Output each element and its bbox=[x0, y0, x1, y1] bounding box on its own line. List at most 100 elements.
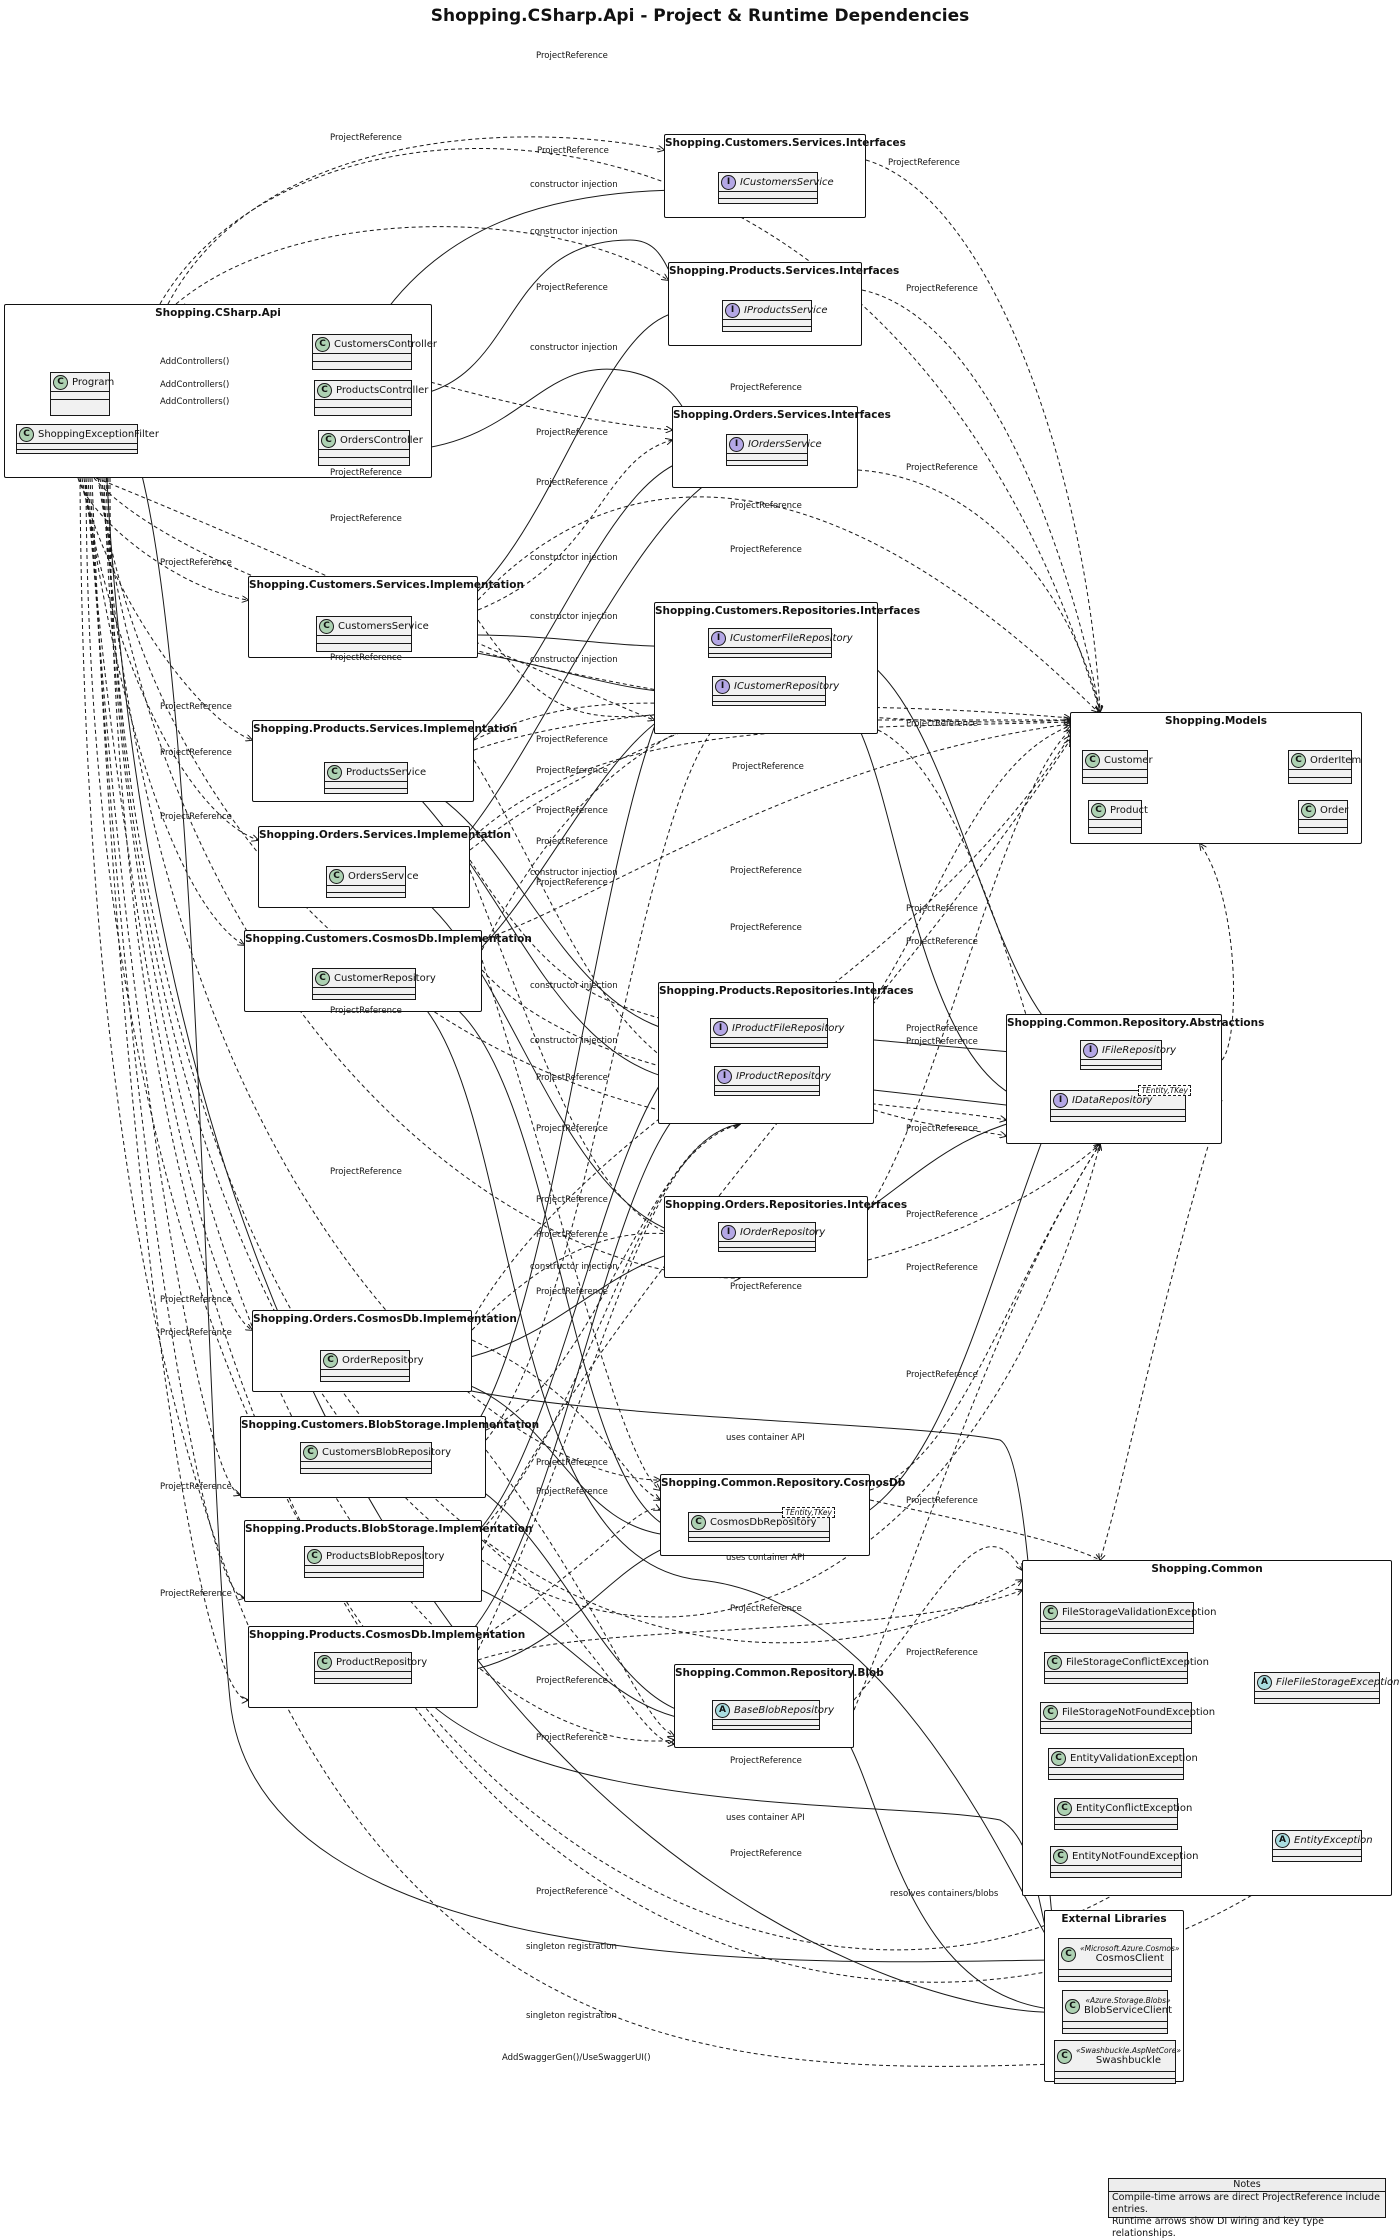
diagram-title: Shopping.CSharp.Api - Project & Runtime … bbox=[430, 6, 970, 26]
edge-projref-common-blob-abstractions bbox=[853, 1144, 1100, 1711]
class-icon: C bbox=[1291, 752, 1306, 768]
edge-label: resolves containers/blobs bbox=[890, 1889, 999, 1899]
edge-label: constructor injection bbox=[530, 655, 618, 665]
stereotype: «Azure.Storage.Blobs» bbox=[1085, 1996, 1171, 2005]
interface-icon: I bbox=[717, 1068, 732, 1084]
interface-icon: I bbox=[713, 1020, 728, 1036]
edge-projref-api-customers-svc-impl bbox=[77, 477, 248, 600]
edge-label: singleton registration bbox=[526, 1942, 617, 1952]
edge-projref-api-common-blob bbox=[103, 477, 674, 1741]
edge-projref-prod-blob-models bbox=[481, 740, 1070, 1551]
class-name: IProductsService bbox=[744, 304, 828, 316]
edge-label: ProjectReference bbox=[906, 1024, 978, 1034]
edge-label: ProjectReference bbox=[536, 1676, 608, 1686]
edge-singleton-cosmos bbox=[109, 399, 1059, 1963]
class-name: CustomersBlobRepository bbox=[322, 1446, 452, 1458]
edge-label: ProjectReference bbox=[536, 1487, 608, 1497]
class-name: BaseBlobRepository bbox=[734, 1704, 835, 1716]
edge-label: ProjectReference bbox=[536, 878, 608, 888]
edge-label: ProjectReference bbox=[160, 1589, 232, 1599]
edge-projref-cust-svc-if-models bbox=[865, 159, 1100, 712]
package-title: Shopping.Customers.Services.Interfaces bbox=[665, 137, 906, 149]
abstract-class-icon: A bbox=[715, 1702, 730, 1718]
stereotype: «Swashbuckle.AspNetCore» bbox=[1076, 2046, 1181, 2055]
edge-label: ProjectReference bbox=[330, 133, 402, 143]
package-title: Shopping.Models bbox=[1164, 715, 1267, 727]
notes-line-1: Compile-time arrows are direct ProjectRe… bbox=[1112, 2192, 1380, 2215]
package-title: Shopping.Products.Services.Implementatio… bbox=[253, 723, 518, 735]
class-icon: C bbox=[321, 432, 336, 448]
edge-label: ProjectReference bbox=[730, 383, 802, 393]
interface-icon: I bbox=[721, 174, 736, 190]
package-title: Shopping.Common.Repository.Blob bbox=[675, 1667, 884, 1679]
edge-label: AddControllers() bbox=[160, 380, 230, 390]
edge-label: ProjectReference bbox=[536, 806, 608, 816]
edge-projref-common-cosmos-common bbox=[869, 1499, 1100, 1560]
edge-label: ProjectReference bbox=[160, 702, 232, 712]
interface-icon: I bbox=[721, 1224, 736, 1240]
class-name: Swashbuckle bbox=[1095, 2055, 1162, 2066]
edge-label: uses container API bbox=[726, 1553, 805, 1563]
edge-projref-api-orders-svc-impl bbox=[81, 477, 258, 840]
class-name: FileStorageConflictException bbox=[1066, 1656, 1210, 1668]
edge-singleton-blob bbox=[103, 419, 1063, 2016]
edge-label: constructor injection bbox=[530, 1262, 618, 1272]
class-icon: C bbox=[315, 970, 330, 986]
class-icon: C bbox=[327, 764, 342, 780]
class-icon: C bbox=[1085, 752, 1100, 768]
class-name: ICustomerRepository bbox=[734, 680, 840, 692]
package-title: Shopping.CSharp.Api bbox=[155, 307, 281, 319]
class-icon: C bbox=[1043, 1704, 1058, 1720]
edge-label: ProjectReference bbox=[906, 1496, 978, 1506]
edge-label: ProjectReference bbox=[160, 1295, 232, 1305]
class-name: EntityConflictException bbox=[1076, 1802, 1193, 1814]
edge-label: ProjectReference bbox=[536, 428, 608, 438]
package-title: Shopping.Orders.Services.Interfaces bbox=[673, 409, 891, 421]
package-title: Shopping.Customers.Repositories.Interfac… bbox=[655, 605, 921, 617]
edge-projref-api-customers-svc-if bbox=[167, 136, 664, 305]
edge-label: ProjectReference bbox=[536, 478, 608, 488]
edge-label: constructor injection bbox=[530, 343, 618, 353]
notes-box: Notes Compile-time arrows are direct Pro… bbox=[1108, 2178, 1386, 2239]
edge-projref-prod-blob-prod-repo bbox=[481, 1124, 740, 1531]
class-name: EntityValidationException bbox=[1070, 1752, 1198, 1764]
class-icon: C bbox=[1061, 1946, 1076, 1962]
package-title: Shopping.Products.BlobStorage.Implementa… bbox=[245, 1523, 533, 1535]
class-name: EntityException bbox=[1294, 1834, 1373, 1846]
class-name: IOrdersService bbox=[748, 438, 822, 450]
abstract-class-base-blob-repository: A BaseBlobRepository bbox=[712, 1700, 834, 1730]
package-title: External Libraries bbox=[1061, 1913, 1167, 1925]
edge-label: constructor injection bbox=[530, 612, 618, 622]
notes-line-2: Runtime arrows show DI wiring and key ty… bbox=[1112, 2216, 1325, 2239]
edge-label: ProjectReference bbox=[536, 1124, 608, 1134]
package-title: Shopping.Common.Repository.Abstractions bbox=[1007, 1017, 1265, 1029]
class-icon: C bbox=[303, 1444, 318, 1460]
edge-ext-customer-repository-cosmos bbox=[415, 989, 688, 1532]
edge-projref-abstractions-models bbox=[1200, 844, 1234, 1061]
class-name: ICustomersService bbox=[740, 176, 834, 188]
class-icon: C bbox=[317, 382, 332, 398]
class-icon: C bbox=[1065, 1998, 1080, 2014]
class-icon: C bbox=[1057, 2048, 1072, 2064]
edge-projref-cust-blob-cust-repo bbox=[485, 706, 740, 1441]
abstract-class-icon: A bbox=[1275, 1832, 1290, 1848]
class-name: ProductRepository bbox=[336, 1656, 428, 1668]
edge-projref-api-common-cosmos bbox=[101, 477, 660, 1480]
class-name: OrdersController bbox=[340, 434, 423, 446]
